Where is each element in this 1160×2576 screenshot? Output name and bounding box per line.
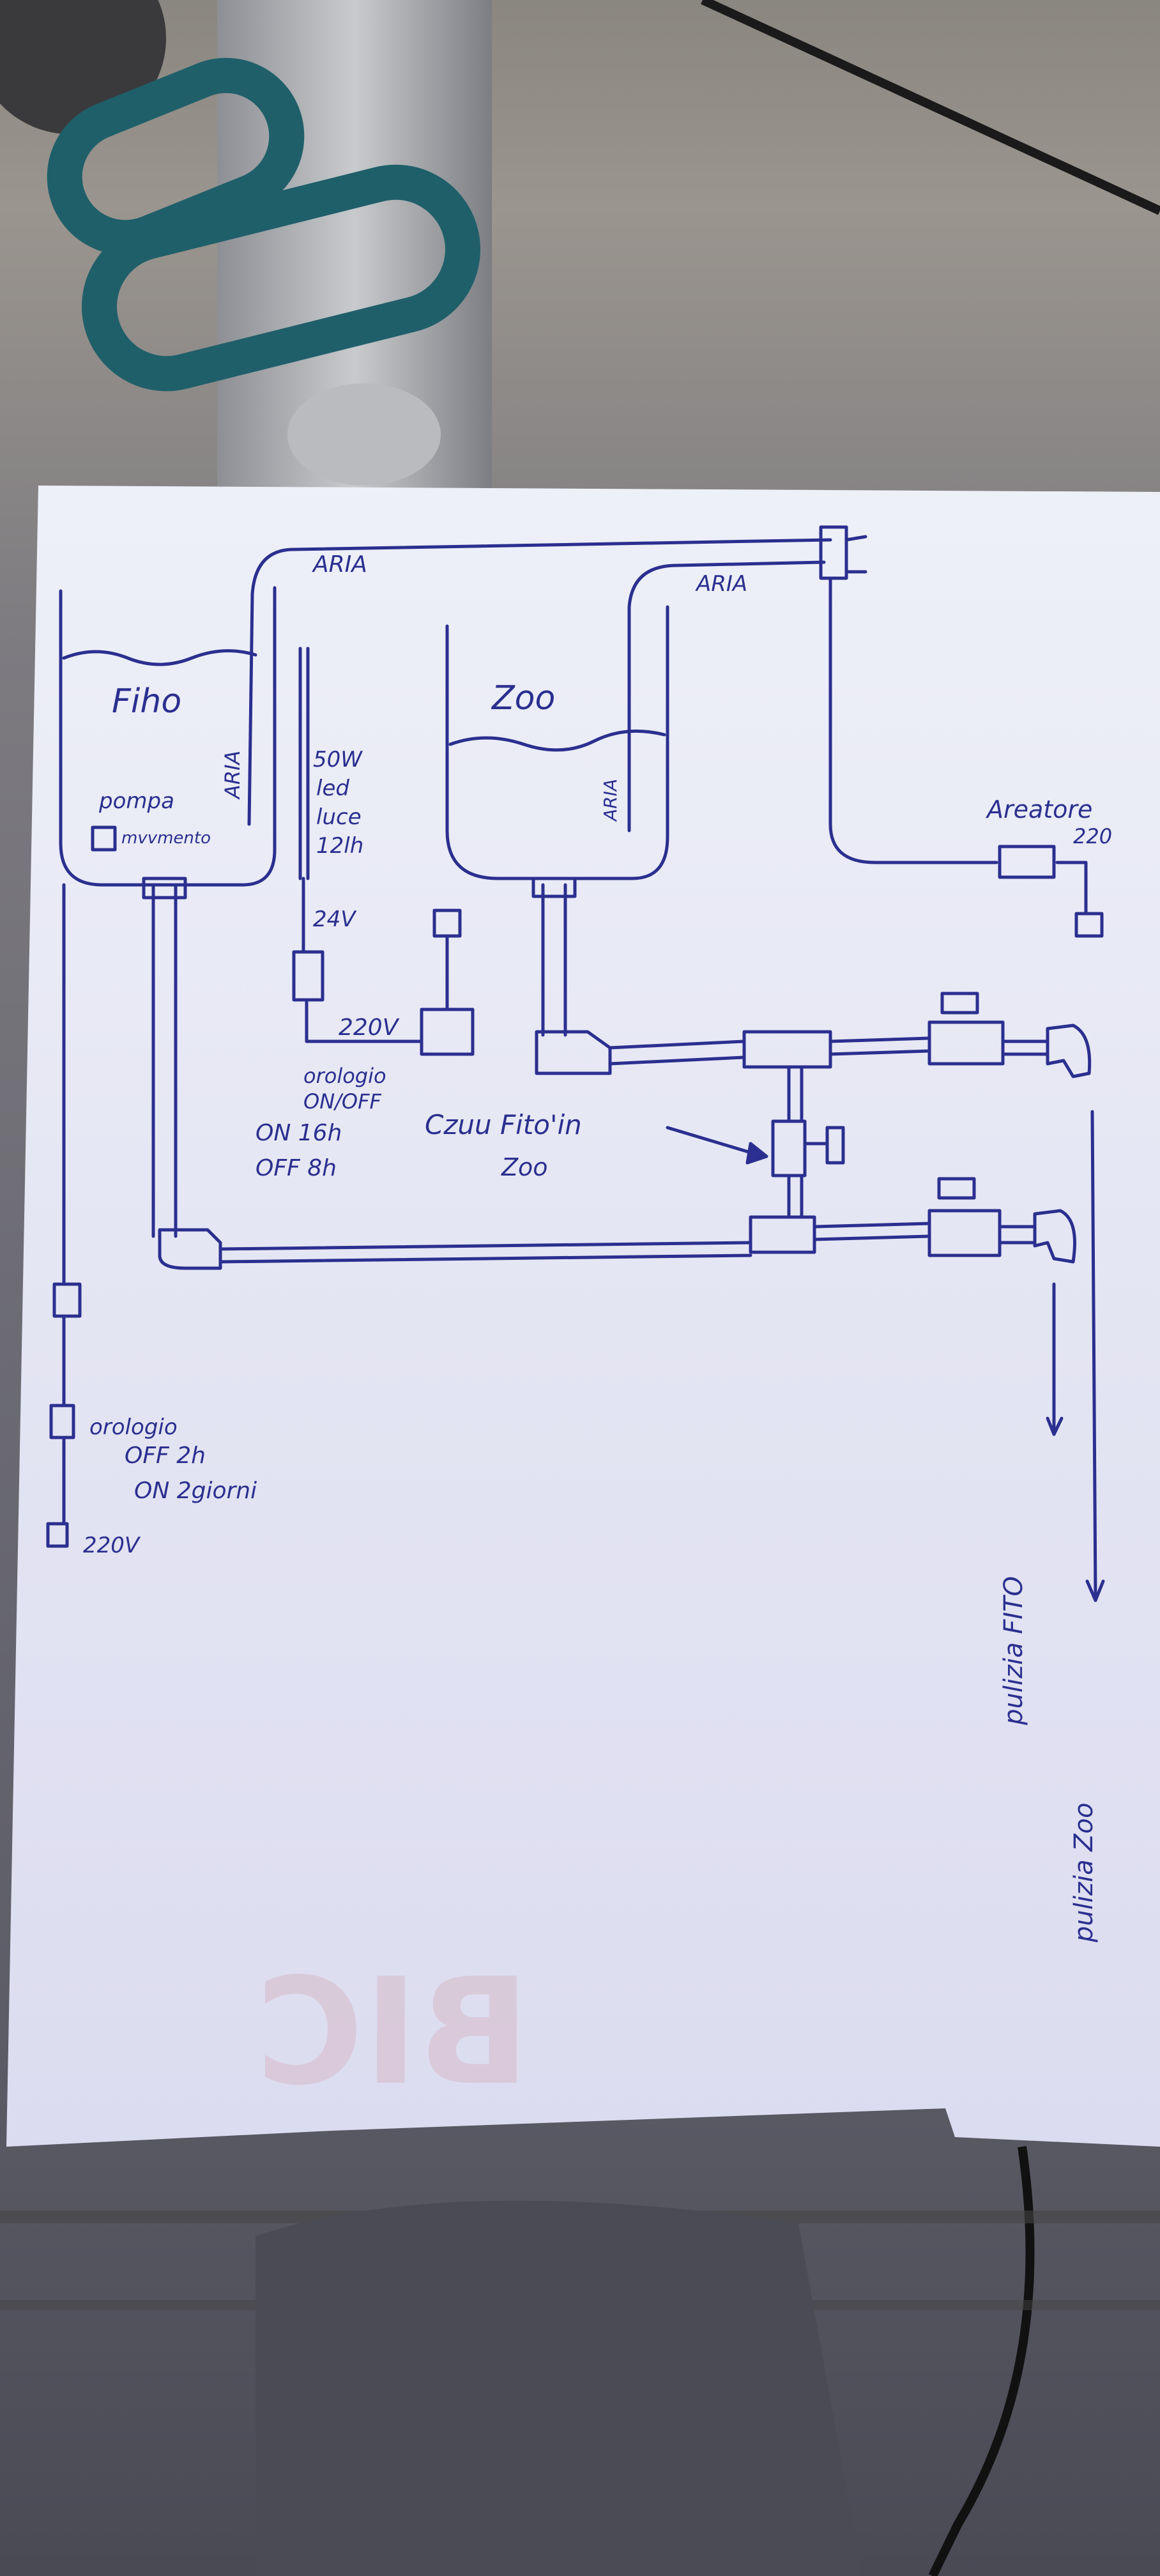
label-timer1-line4: OFF 8h [256,1155,337,1181]
label-aria-vertical-left: ARIA [220,751,245,800]
paper-watermark: BIC [256,1947,530,2118]
labels: ARIA ARIA Fiho pompa mvvmento ARIA 50W l… [83,551,1112,1943]
label-aria-top-left: ARIA [312,551,367,578]
lower-outlet-elbow [1033,1209,1076,1264]
label-timer2-line3: ON 2giorni [134,1478,257,1504]
pump-box [91,825,117,852]
fish-drain-pipe [151,883,178,1238]
air-line-zoo [627,560,826,832]
air-pump-outlets [844,535,867,574]
air-pump-box [819,525,848,580]
zoo-drain-pipe [541,883,567,1037]
zoo-drain-fitting [531,877,577,898]
lower-horizontal-pipe [218,1241,752,1264]
fish-elbow [158,1228,222,1270]
led-strip [298,647,310,880]
label-timer2-line1: orologio [89,1414,178,1440]
upper-outlet-elbow [1046,1023,1092,1078]
timer-2-plug [46,1522,69,1548]
lower-right-pipe [813,1222,931,1241]
black-cable-bottom [928,2145,1035,2576]
label-fito-line2: Zoo [501,1153,548,1181]
label-pump: pompa [98,788,174,814]
label-led-2: led [316,776,349,801]
zoo-elbow [535,1030,612,1075]
pole-base [287,383,441,486]
aeratore-plug [1074,912,1104,938]
fish-tank-water [62,649,257,666]
label-timer1-line1: orologio [303,1064,386,1088]
upper-outlet-pipe [1001,1039,1049,1056]
label-led-3: luce [316,804,362,830]
label-220-top: 220 [1073,824,1112,848]
label-zoo-tank: Zoo [491,679,555,717]
lower-tee [749,1215,816,1254]
label-led-4: 12lh [316,833,363,859]
label-220v-mid: 220V [339,1015,400,1041]
link-pipe-bottom [787,1174,804,1219]
label-fish-tank: Fiho [112,682,181,721]
lower-valve [927,1209,1002,1257]
label-220v-bottom: 220V [83,1533,141,1558]
black-cable-top [701,0,1160,215]
upper-valve-handle [940,992,979,1015]
drain-arrowhead-fito [1046,1416,1064,1436]
label-timer1-line3: ON 16h [256,1120,342,1146]
fish-tank-outline [59,586,277,887]
lower-valve-handle [937,1177,976,1200]
drain-arrowhead-zoo [1085,1579,1105,1602]
chair-shape [256,2200,862,2576]
label-24v: 24V [313,907,357,932]
air-line-fish [247,538,832,826]
zoo-tank-outline [445,605,669,880]
paper-sheet [6,486,1160,2147]
fish-drain-fitting [142,877,187,900]
drain-arrow-zoo [1090,1110,1097,1599]
label-aria-top-right: ARIA [695,571,747,597]
label-fito-line1: Czuu Fito'in [425,1109,582,1140]
link-pipe-top [787,1065,804,1123]
label-drain-fito: pulizia FITO [999,1576,1028,1726]
led-cable [301,877,424,1043]
label-aeratore: Areatore [985,795,1092,824]
aeratore-box [998,845,1056,879]
left-cable-connector [52,1282,82,1318]
lower-outlet-pipe [998,1225,1037,1245]
aeratore-cable [1055,861,1088,916]
label-timer2-line2: OFF 2h [125,1443,206,1469]
label-aria-vertical-right: ARIA [600,779,621,822]
label-led-1: 50W [313,747,363,772]
air-line-aeratore [828,576,998,864]
upper-horizontal-pipe [608,1039,746,1066]
fito-arrow [666,1126,765,1158]
fito-arrowhead [745,1142,768,1165]
schematic-drawing [46,525,1105,1602]
scissors-icon [47,57,481,392]
label-drain-zoo: pulizia Zoo [1069,1802,1099,1943]
upper-right-pipe [828,1036,931,1056]
timer-2 [49,1404,75,1439]
label-timer1-line2: ON/OFF [303,1089,382,1114]
label-mvment: mvvmento [121,829,211,848]
